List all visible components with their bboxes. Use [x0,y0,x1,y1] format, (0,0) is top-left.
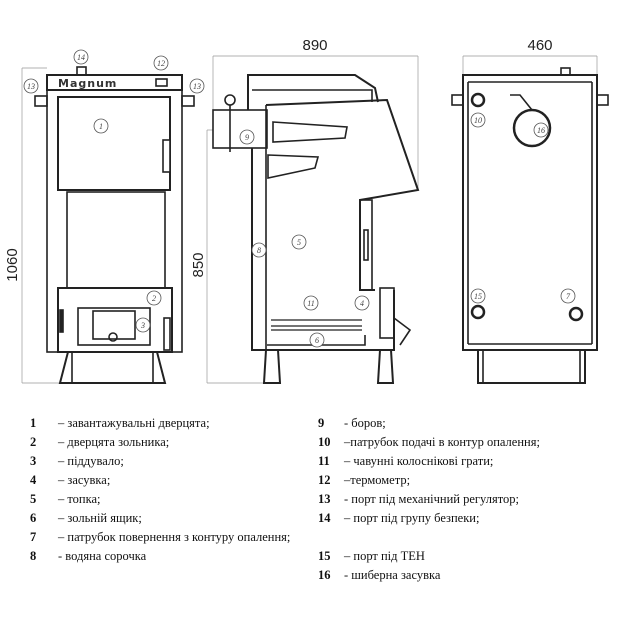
dimension-height-flue: 850 [190,252,207,277]
legend-number: 7 [30,530,37,544]
callout-10: 10 [474,116,482,125]
legend-item: 11 – чавунні колоснікові грати; [318,452,540,471]
legend-item: 15 – порт під ТЕН [318,547,540,566]
legend-number: 15 [318,549,331,563]
legend-text: – завантажувальні дверцята; [58,416,210,430]
callout-3: 3 [140,321,145,330]
legend-number: 14 [318,511,331,525]
legend-number: 8 [30,549,37,563]
legend-number: 4 [30,473,37,487]
legend-item: 16 - шиберна засувка [318,566,540,585]
legend-item: 12 –термометр; [318,471,540,490]
legend-text: - боров; [344,416,386,430]
boiler-drawing: 1060 Magnum 890 850 [4,37,609,384]
rear-view: 460 [451,37,609,384]
legend-number: 6 [30,511,37,525]
callout-14: 14 [77,53,85,62]
legend-number: 9 [318,416,325,430]
legend-text: – порт під ТЕН [344,549,425,563]
front-view: 1060 Magnum [4,66,195,384]
legend-item: 13 - порт під механічний регулятор; [318,490,540,509]
dimension-width: 460 [527,37,552,54]
callout-9: 9 [245,133,249,142]
legend-number: 2 [30,435,37,449]
callout-6: 6 [315,336,319,345]
legend-item: 7 – патрубок повернення з контуру опаленн… [30,528,290,547]
legend-item: 10 –патрубок подачі в контур опалення; [318,433,540,452]
legend-item: 14 – порт під групу безпеки; [318,509,540,528]
legend-number: 12 [318,473,331,487]
legend-text: –термометр; [344,473,411,487]
legend-text: – топка; [58,492,101,506]
dimension-height-total: 1060 [4,248,21,281]
legend-text: - порт під механічний регулятор; [344,492,519,506]
logo-magnum: Magnum [58,77,117,90]
legend-text: - шиберна засувка [344,568,441,582]
legend-item: 2 – дверцята зольника; [30,433,290,452]
legend-item: 3 – піддувало; [30,452,290,471]
legend-right: 9 - боров; 10 –патрубок подачі в контур оп… [318,414,540,585]
legend-text: – зольній ящик; [58,511,142,525]
legend-number: 1 [30,416,37,430]
legend-item: 8 - водяна сорочка [30,547,290,566]
callout-5: 5 [297,238,301,247]
legend-text: – порт під групу безпеки; [344,511,480,525]
legend-number: 3 [30,454,37,468]
legend-item: 5 – топка; [30,490,290,509]
legend-item: 4 – засувка; [30,471,290,490]
loading-door [57,96,171,191]
callout-13-left: 13 [27,82,35,91]
callout-11: 11 [307,299,314,308]
legend-text: – дверцята зольника; [58,435,170,449]
legend-number: 5 [30,492,37,506]
side-view: 890 850 [190,37,420,384]
legend-number: 16 [318,568,331,582]
callout-8: 8 [257,246,261,255]
legend-item: 9 - боров; [318,414,540,433]
callout-12: 12 [157,59,165,68]
callout-13-right: 13 [193,82,201,91]
legend-item: 6 – зольній ящик; [30,509,290,528]
legend-number: 11 [318,454,330,468]
legend-text: – засувка; [58,473,111,487]
legend-number: 10 [318,435,331,449]
callout-2: 2 [152,294,156,303]
legend-item: 1 – завантажувальні дверцята; [30,414,290,433]
callout-7: 7 [566,292,571,301]
legend-text: – патрубок повернення з контуру опалення… [58,530,291,544]
dimension-depth: 890 [302,37,327,54]
callout-15: 15 [474,292,482,301]
callout-4: 4 [360,299,364,308]
callout-1: 1 [99,122,103,131]
legend-text: – чавунні колоснікові грати; [344,454,494,468]
legend-text: – піддувало; [58,454,124,468]
legend-left: 1 – завантажувальні дверцята; 2 – дверцята… [30,414,290,566]
legend-text: - водяна сорочка [58,549,147,563]
callout-16: 16 [537,126,545,135]
legend-number: 13 [318,492,331,506]
legend-text: –патрубок подачі в контур опалення; [344,435,540,449]
